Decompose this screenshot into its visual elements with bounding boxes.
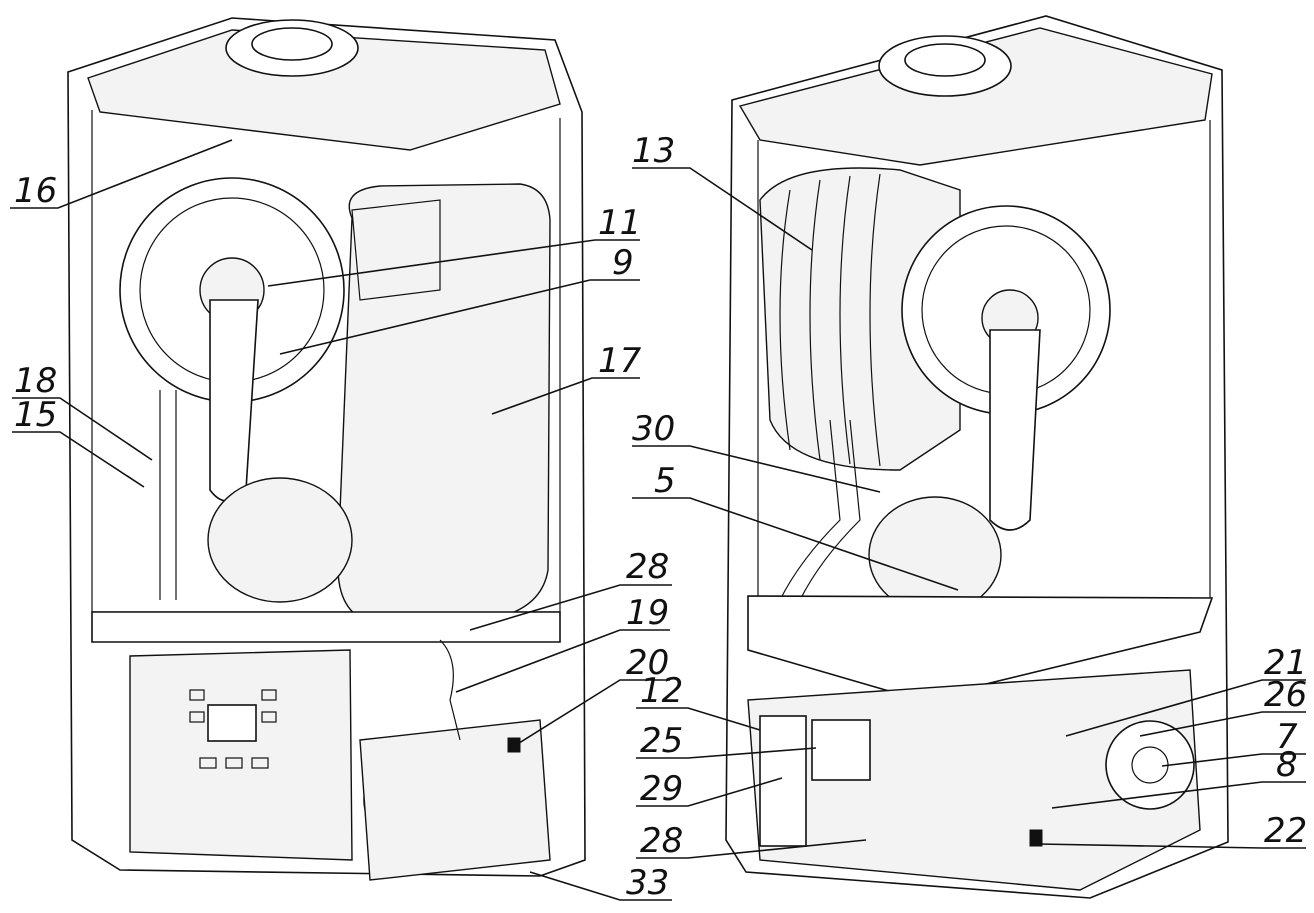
- leader-21: [1065, 679, 1306, 737]
- left-display: [207, 704, 257, 742]
- callout-12: 12: [640, 671, 683, 711]
- callout-11: 11: [598, 203, 641, 243]
- right-valve-motor: [811, 719, 871, 781]
- right-base-plate: [747, 595, 1214, 701]
- leader-12: [636, 707, 761, 731]
- callout-labels: 16 11 9 17 18 15 28 19 20 33 13 30 5 21 …: [14, 131, 1307, 903]
- leader-16: [10, 139, 233, 209]
- leader-20: [507, 679, 670, 751]
- left-button-7: [251, 757, 269, 769]
- leader-19: [455, 629, 670, 693]
- left-expansion-vessel: [337, 183, 551, 623]
- left-fan-housing: [207, 477, 353, 603]
- right-fan-housing: [868, 496, 1002, 614]
- callout-8: 8: [1276, 745, 1298, 785]
- leader-17: [491, 377, 640, 415]
- callout-5: 5: [654, 461, 676, 501]
- left-button-3: [261, 689, 277, 701]
- right-boiler-view: [725, 15, 1229, 899]
- left-base-plate: [91, 611, 561, 643]
- callout-20: 20: [626, 643, 669, 683]
- right-burner-arm: [989, 329, 1041, 531]
- left-flue-inner: [251, 27, 333, 61]
- leader-33: [529, 871, 672, 901]
- right-plate-exchanger: [759, 715, 807, 847]
- leader-15: [12, 431, 145, 488]
- left-button-2: [189, 711, 205, 723]
- callout-7: 7: [1276, 717, 1298, 757]
- callout-28-right: 28: [640, 821, 683, 861]
- right-pump: [1105, 720, 1195, 810]
- callout-26: 26: [1264, 675, 1307, 715]
- leader-28a: [469, 584, 672, 631]
- leader-9: [279, 279, 640, 355]
- callout-28-left: 28: [626, 547, 669, 587]
- callout-18: 18: [14, 361, 57, 401]
- leader-30: [632, 445, 881, 493]
- left-pipe: [159, 390, 177, 600]
- leader-7: [1161, 753, 1306, 767]
- left-control-box: [129, 649, 353, 861]
- right-fin-line-4: [869, 173, 881, 467]
- right-fin-line-3: [839, 175, 851, 465]
- left-valve-knob: [507, 737, 521, 753]
- callout-22: 22: [1264, 811, 1307, 851]
- right-flue-inner: [904, 43, 986, 77]
- right-fin-line-2: [809, 179, 821, 461]
- leader-28b: [636, 839, 867, 859]
- leader-lines: [10, 139, 1306, 901]
- leader-26: [1139, 711, 1306, 737]
- leader-22: [1037, 843, 1306, 849]
- callout-13: 13: [632, 131, 675, 171]
- leader-13: [632, 167, 813, 251]
- left-button-4: [261, 711, 277, 723]
- callout-19: 19: [626, 593, 669, 633]
- left-hydraulic-pipe: [439, 639, 461, 741]
- leader-5: [632, 497, 959, 591]
- right-heat-exchanger-fins: [759, 167, 961, 471]
- right-top-lid: [738, 27, 1213, 166]
- callout-16: 16: [14, 171, 57, 211]
- leader-25: [636, 747, 817, 759]
- left-boiler-view: [67, 17, 586, 881]
- left-vessel-bracket: [351, 199, 441, 301]
- callout-30: 30: [632, 409, 675, 449]
- callout-17: 17: [598, 341, 642, 381]
- right-gas-pipe: [779, 419, 861, 601]
- leader-8: [1051, 781, 1306, 809]
- left-button-1: [189, 689, 205, 701]
- callout-21: 21: [1264, 643, 1307, 683]
- leader-18: [12, 397, 153, 461]
- right-fin-line-1: [779, 189, 791, 451]
- callout-29: 29: [640, 769, 683, 809]
- left-button-6: [225, 757, 243, 769]
- callout-9: 9: [612, 243, 634, 283]
- callout-15: 15: [14, 395, 57, 435]
- leader-29: [636, 777, 783, 807]
- left-hydraulic-group: [359, 719, 551, 881]
- left-top-lid: [87, 29, 561, 151]
- callout-25: 25: [640, 721, 683, 761]
- right-drain-valve: [1029, 829, 1043, 847]
- callout-33: 33: [626, 863, 669, 903]
- left-button-5: [199, 757, 217, 769]
- leader-11: [267, 239, 640, 287]
